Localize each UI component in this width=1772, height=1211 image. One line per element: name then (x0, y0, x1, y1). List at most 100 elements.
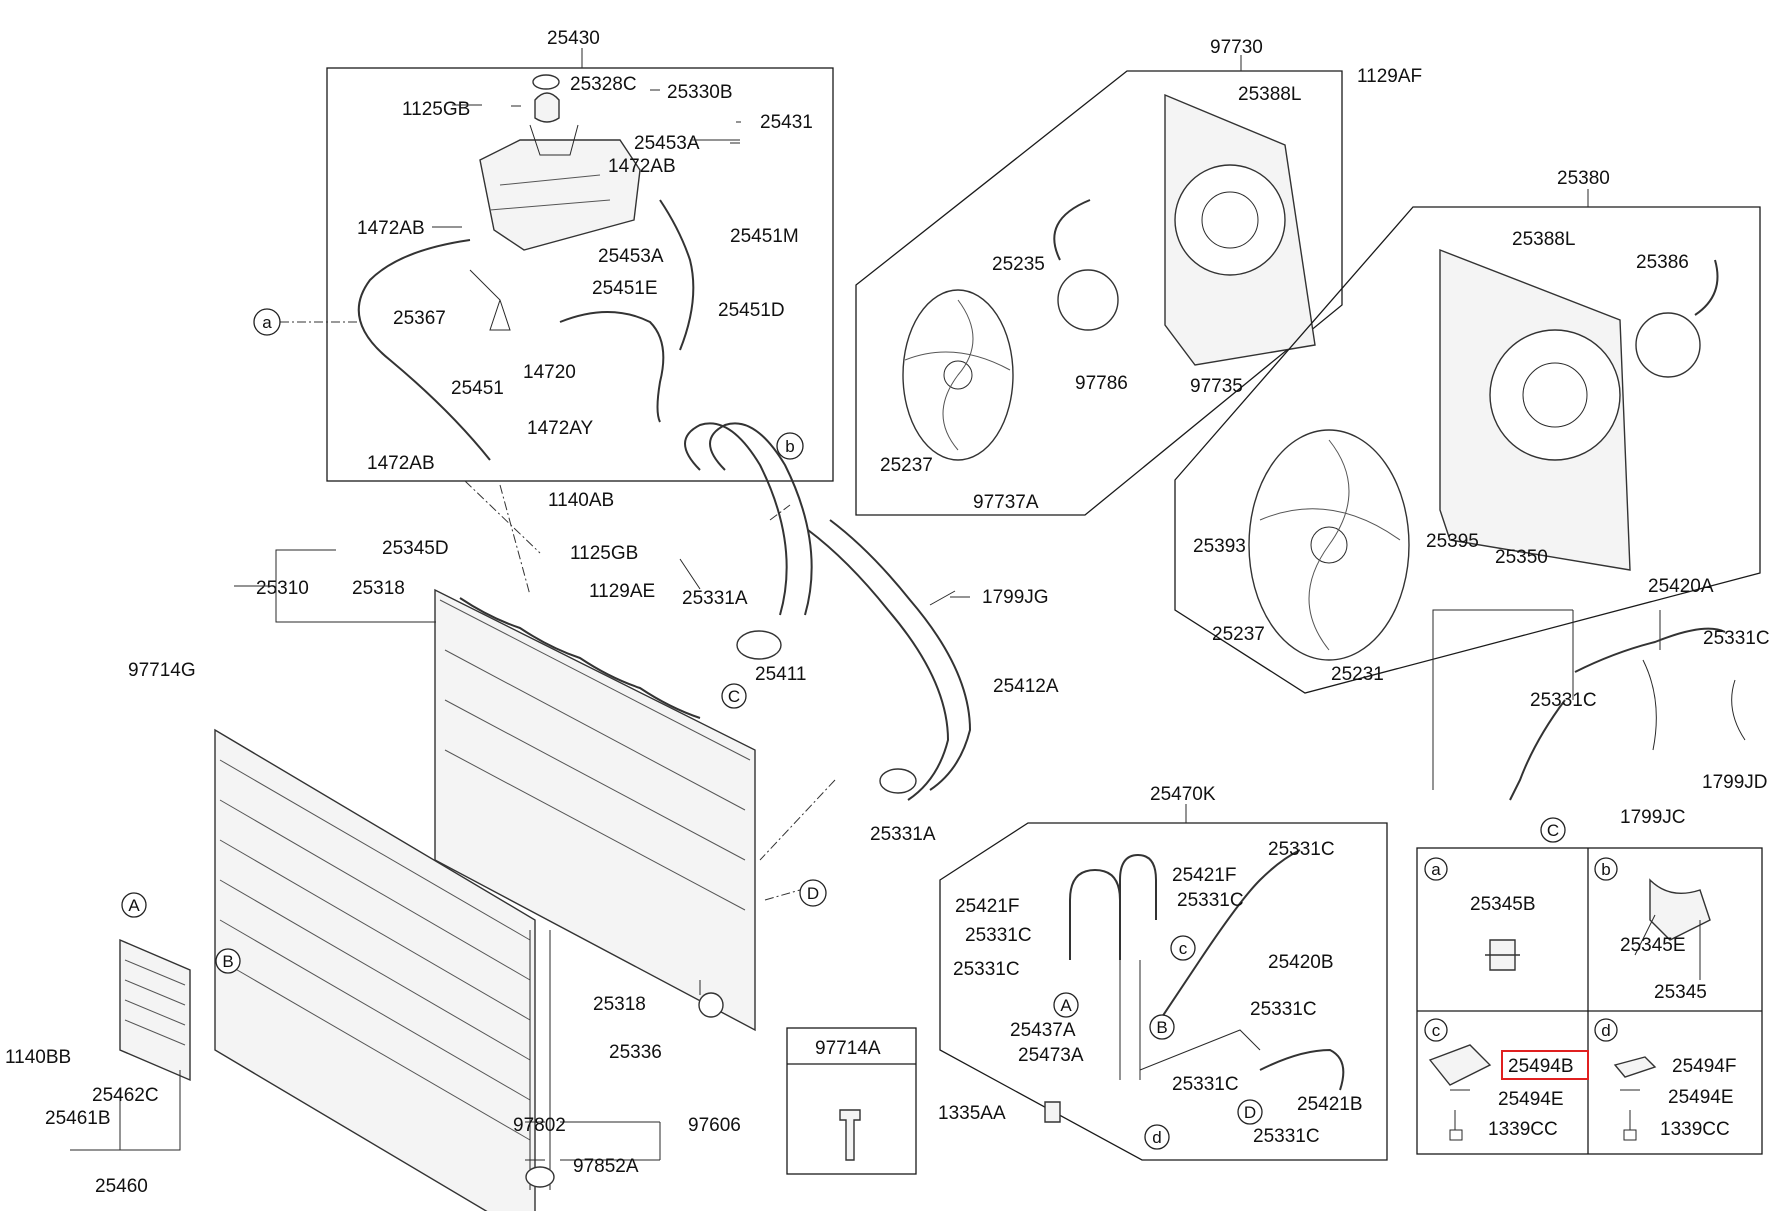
label-25330B: 25330B (667, 82, 733, 103)
reservoir-tank (479, 139, 641, 251)
label-25380: 25380 (1557, 168, 1610, 189)
legend-callout-c (1424, 1018, 1448, 1042)
callout-A (121, 892, 147, 918)
label-1339CC: 1339CC (1660, 1119, 1730, 1140)
label-1335AA: 1335AA (938, 1103, 1006, 1124)
label-25345: 25345 (1654, 982, 1707, 1003)
label-1472AB: 1472AB (608, 156, 676, 177)
label-1472AY: 1472AY (527, 418, 594, 439)
kit-25470K-group: 25470K 25331C 25421F 25421F 25331C 25331… (938, 784, 1388, 1161)
label-25237: 25237 (1212, 624, 1265, 645)
fan-assembly-25380-group: 25380 25388L 25386 25395 25350 25393 252… (1174, 168, 1761, 694)
mount-25336 (698, 992, 724, 1018)
clip-25345B (1485, 939, 1520, 971)
cap-97852A (525, 1166, 555, 1188)
label-1140AB: 1140AB (548, 490, 614, 511)
label-25331A: 25331A (870, 824, 936, 845)
label-1125GB: 1125GB (570, 543, 638, 564)
callout-A (1053, 992, 1079, 1018)
label-1799JC: 1799JC (1620, 807, 1686, 828)
svg-text:a: a (1431, 860, 1441, 879)
legend-frame (1416, 847, 1763, 1155)
callout-D (799, 879, 827, 907)
clip-1335AA (1044, 1101, 1061, 1123)
label-1799JD: 1799JD (1702, 772, 1768, 793)
label-25367: 25367 (393, 308, 446, 329)
label-25494E: 25494E (1498, 1089, 1564, 1110)
label-97802: 97802 (513, 1115, 566, 1136)
label-25420A: 25420A (1648, 576, 1714, 597)
label-25421B: 25421B (1297, 1094, 1363, 1115)
svg-text:A: A (128, 896, 140, 915)
svg-text:A: A (1060, 996, 1072, 1015)
label-97606: 97606 (688, 1115, 741, 1136)
label-97730: 97730 (1210, 37, 1263, 58)
label-25331C: 25331C (1268, 839, 1335, 860)
label-25328C: 25328C (570, 74, 637, 95)
label-25345B: 25345B (1470, 894, 1536, 915)
svg-text:C: C (1547, 821, 1559, 840)
label-97714A: 97714A (815, 1038, 881, 1059)
hose-25412A (807, 529, 950, 801)
reservoir-cap-seal (532, 74, 560, 90)
condenser-group: 97802 97606 97852A 1140BB 25462C 25461B … (5, 728, 741, 1211)
hose-25411 (684, 422, 788, 616)
bolt-97714A (839, 1109, 861, 1161)
callout-d (1144, 1124, 1170, 1150)
label-1125GB: 1125GB (402, 99, 470, 120)
label-1472AB: 1472AB (357, 218, 425, 239)
svg-text:D: D (807, 884, 819, 903)
label-25430: 25430 (547, 28, 600, 49)
svg-text:c: c (1432, 1021, 1441, 1040)
hose-25420B (1159, 849, 1301, 1021)
label-25331C: 25331C (965, 925, 1032, 946)
label-1799JG: 1799JG (982, 587, 1049, 608)
legend-callout-b (1594, 857, 1618, 881)
svg-text:c: c (1179, 939, 1188, 958)
label-25494E: 25494E (1668, 1087, 1734, 1108)
label-97852A: 97852A (573, 1156, 639, 1177)
shroud-ring (1174, 164, 1286, 276)
label-25460: 25460 (95, 1176, 148, 1197)
reservoir-box (326, 67, 834, 482)
label-25331C: 25331C (1172, 1074, 1239, 1095)
label-25461B: 25461B (45, 1108, 111, 1129)
hose-25420A-group: 25420A 25331C 25331C 1799JC 1799JD C (1432, 576, 1770, 843)
label-25336: 25336 (609, 1042, 662, 1063)
label-97735: 97735 (1190, 376, 1243, 397)
label-25451: 25451 (451, 378, 504, 399)
kit-box-25470K (939, 822, 1388, 1161)
label-1129AE: 1129AE (589, 581, 655, 602)
callout-C (721, 683, 747, 709)
bracket-25494F (1613, 1056, 1657, 1078)
label-25331C: 25331C (1177, 890, 1244, 911)
label-25345D: 25345D (382, 538, 449, 559)
fan-assembly-97730-group: 97730 25388L 1129AF 25235 97786 97735 25… (855, 37, 1422, 516)
reservoir-assembly-group: 25430 25328C 25330B 1125GB 25431 25453A … (326, 28, 834, 482)
label-25318: 25318 (593, 994, 646, 1015)
callout-b (776, 432, 804, 460)
svg-text:a: a (262, 313, 272, 332)
hose-25451E (559, 311, 665, 423)
label-25451D: 25451D (718, 300, 785, 321)
label-25310: 25310 (256, 578, 309, 599)
svg-text:d: d (1152, 1128, 1161, 1147)
label-1140BB: 1140BB (5, 1047, 71, 1068)
pipe-25421F (1069, 868, 1121, 960)
clamp-25331A (879, 768, 917, 794)
label-25331A: 25331A (682, 588, 748, 609)
label-25451E: 25451E (592, 278, 658, 299)
label-25318: 25318 (352, 578, 405, 599)
fan-box-97730 (855, 70, 1343, 516)
label-25470K: 25470K (1150, 784, 1216, 805)
label-25388L: 25388L (1238, 84, 1301, 105)
label-25331C: 25331C (1703, 628, 1770, 649)
label-97786: 97786 (1075, 373, 1128, 394)
label-97737A: 97737A (973, 492, 1039, 513)
callout-B (1149, 1014, 1175, 1040)
pipe-25437A (1119, 960, 1141, 1080)
radiator-group: 1140AB 25345D 1125GB 25310 25318 25331A … (128, 422, 1059, 1063)
callout-a (253, 308, 281, 336)
label-25331C: 25331C (1250, 999, 1317, 1020)
